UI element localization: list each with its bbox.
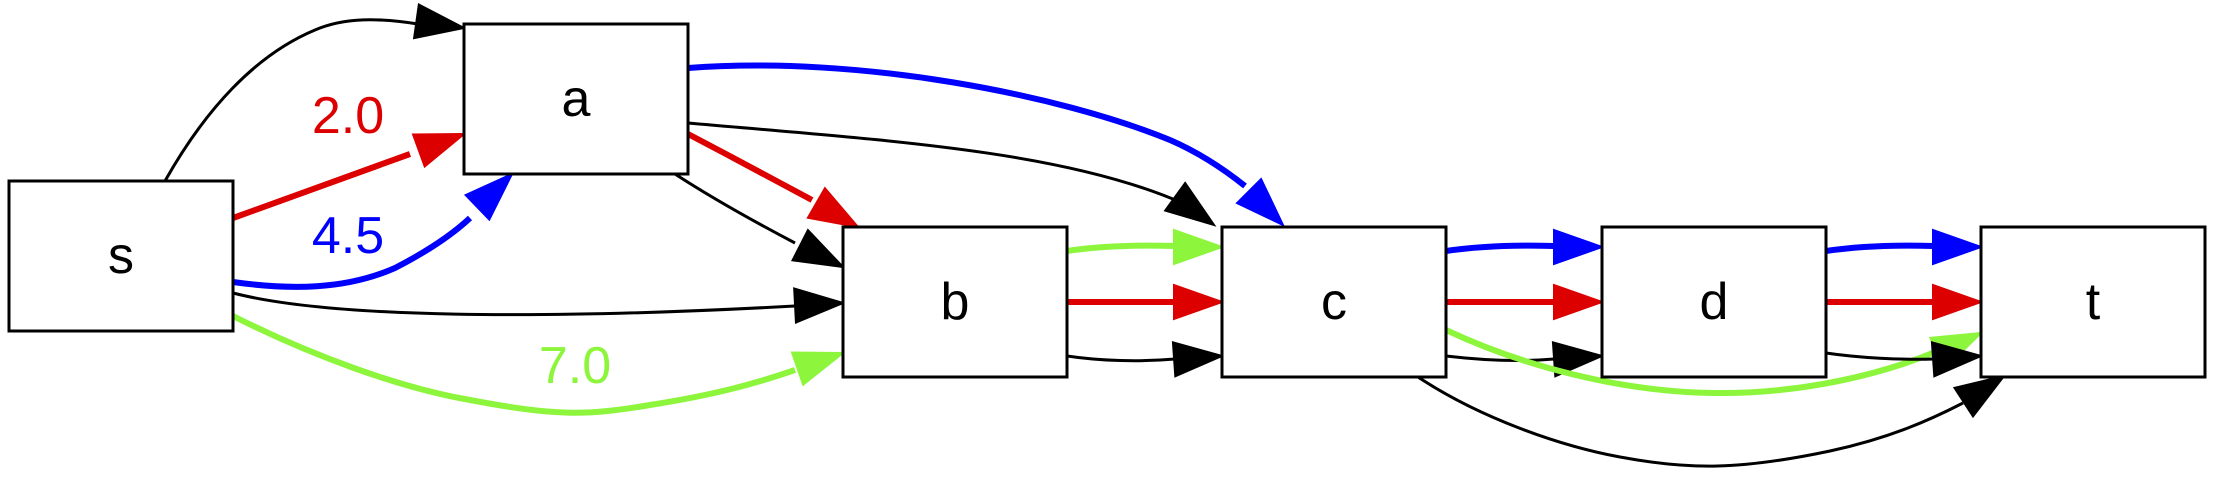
arrowhead (1235, 177, 1286, 228)
edge-line (1825, 351, 1935, 361)
edge-s-a-blue (232, 171, 515, 290)
edge-a-b-red (686, 131, 861, 229)
arrowhead (1932, 228, 1984, 266)
node-t[interactable]: t (1979, 225, 2207, 379)
arrowhead (463, 171, 515, 222)
arrowhead (1163, 181, 1217, 227)
edge-b-c-black (1066, 341, 1225, 378)
node-t-label: t (2086, 273, 2101, 331)
edge-label-green: 7.0 (539, 337, 611, 395)
edge-line (686, 131, 814, 203)
edge-line (1825, 242, 1935, 254)
edge-label-blue: 4.5 (312, 207, 384, 265)
edge-a-b-black (674, 172, 846, 269)
edge-line (687, 121, 1181, 204)
node-d-label: d (1700, 273, 1729, 331)
arrowhead (1932, 283, 1984, 321)
edge-s-a-red (231, 132, 467, 221)
edge-a-c-black (687, 121, 1217, 227)
edge-d-t-red (1826, 283, 1984, 321)
arrowhead (1553, 228, 1605, 266)
edge-d-t-blue (1825, 228, 1984, 266)
node-s-label: s (108, 227, 134, 285)
edge-line (1066, 242, 1176, 254)
arrowhead (1930, 341, 1984, 378)
edge-s-b-green (231, 313, 846, 416)
edge-line (1066, 354, 1176, 363)
node-d[interactable]: d (1600, 225, 1828, 379)
node-b-label: b (941, 273, 970, 331)
edge-s-a-black (163, 2, 467, 182)
arrowhead (412, 2, 467, 40)
edge-d-t-black (1825, 341, 1984, 378)
arrowhead (1952, 374, 2007, 419)
arrowhead (1551, 341, 1605, 378)
edge-line (1445, 354, 1555, 362)
node-a-label: a (562, 70, 591, 128)
edge-label-red: 2.0 (312, 87, 384, 145)
arrowhead (1171, 341, 1225, 378)
arrowhead (1173, 283, 1225, 321)
node-s[interactable]: s (7, 179, 235, 333)
edge-b-c-green (1066, 228, 1225, 266)
node-c[interactable]: c (1220, 225, 1448, 379)
edge-line (232, 291, 796, 317)
edge-c-t-black (1417, 374, 2007, 468)
arrowhead (790, 351, 846, 387)
node-b[interactable]: b (841, 225, 1069, 379)
edge-line (163, 18, 419, 182)
arrowhead (1553, 283, 1605, 321)
edges (163, 2, 2007, 468)
edge-a-c-blue (687, 62, 1286, 228)
edge-line (1417, 375, 1964, 468)
edge-line (1445, 242, 1555, 254)
arrowhead (411, 132, 467, 169)
edge-c-d-black (1445, 341, 1605, 378)
arrowhead (1173, 228, 1225, 266)
edge-line (687, 62, 1247, 189)
arrowhead (793, 287, 846, 324)
node-a[interactable]: a (462, 22, 690, 176)
edge-s-b-black (232, 287, 846, 324)
edge-line (1444, 327, 1937, 397)
edge-line (674, 172, 796, 245)
edge-c-d-red (1446, 283, 1605, 321)
edge-line (231, 313, 796, 416)
arrowhead (790, 228, 846, 269)
edge-line (232, 215, 473, 290)
edge-b-c-red (1067, 283, 1225, 321)
node-c-label: c (1321, 273, 1347, 331)
arrowhead (806, 186, 861, 229)
edge-c-d-blue (1445, 228, 1605, 266)
edge-line (231, 151, 412, 221)
